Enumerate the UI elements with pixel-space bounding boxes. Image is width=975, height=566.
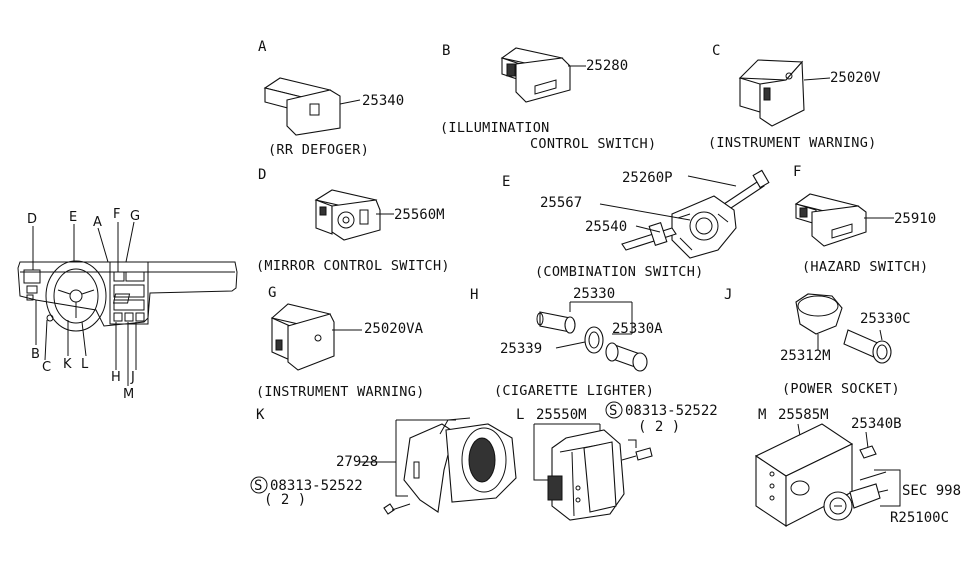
section-h-cigarette-lighter: H 25330 25330A 25339 (CIGARETTE LIGHTER) <box>470 286 663 399</box>
part-number-25260p: 25260P <box>622 170 673 186</box>
dashboard-overview: D E A F G B C K L H J M <box>17 207 238 402</box>
part-number-25280: 25280 <box>586 58 628 74</box>
caption-hazard-switch: (HAZARD SWITCH) <box>802 259 928 275</box>
section-reference-sec998: SEC 998 <box>902 483 961 499</box>
part-number-25585m: 25585M <box>778 407 829 423</box>
part-number-25020va: 25020VA <box>364 321 424 337</box>
screw-qty-l: ( 2 ) <box>638 419 680 435</box>
part-number-25540: 25540 <box>585 219 627 235</box>
section-letter-m: M <box>758 407 766 423</box>
caption-illumination-line2: CONTROL SWITCH) <box>530 136 656 152</box>
section-a-rr-defoger: A 25340 (RR DEFOGER) <box>258 39 404 158</box>
section-j-power-socket: J 25312M 25330C (POWER SOCKET) <box>724 287 911 397</box>
section-letter-a: A <box>258 39 267 55</box>
part-number-25020v: 25020V <box>830 70 881 86</box>
dash-key-j: J <box>130 370 135 385</box>
section-letter-h: H <box>470 287 478 303</box>
caption-illumination-line1: (ILLUMINATION <box>440 120 550 136</box>
part-number-25312m: 25312M <box>780 348 831 364</box>
caption-power-socket: (POWER SOCKET) <box>782 381 900 397</box>
section-m-control-unit: M 25585M 25340B SEC 998 <box>754 407 961 528</box>
section-d-mirror-switch: D 25560M (MIRROR CONTROL SWITCH) <box>256 167 450 274</box>
section-letter-g: G <box>268 285 276 301</box>
dash-key-b: B <box>31 347 40 362</box>
section-letter-k: K <box>256 407 265 423</box>
dash-key-d: D <box>27 212 37 227</box>
dash-key-k: K <box>63 357 72 372</box>
part-number-25567: 25567 <box>540 195 582 211</box>
section-letter-b: B <box>442 43 450 59</box>
section-letter-l: L <box>516 407 524 423</box>
section-letter-e: E <box>502 174 510 190</box>
dash-key-e: E <box>69 210 77 225</box>
screw-part-l: 08313-52522 <box>625 403 718 419</box>
caption-mirror-control-switch: (MIRROR CONTROL SWITCH) <box>256 258 450 274</box>
screw-symbol-l: S <box>609 403 617 419</box>
screw-qty-k: ( 2 ) <box>264 492 306 508</box>
caption-cigarette-lighter: (CIGARETTE LIGHTER) <box>494 383 654 399</box>
dash-key-a: A <box>93 215 102 230</box>
screw-part-k: 08313-52522 <box>270 478 363 494</box>
part-number-25340b: 25340B <box>851 416 902 432</box>
dash-key-g: G <box>130 209 140 224</box>
section-f-hazard-switch: F 25910 (HAZARD SWITCH) <box>793 164 936 275</box>
part-number-27928: 27928 <box>336 454 378 470</box>
part-number-25340: 25340 <box>362 93 404 109</box>
section-letter-f: F <box>793 164 801 180</box>
section-letter-j: J <box>724 287 732 303</box>
section-k-cover: K 27928 S 08313-52522 ( 2 ) <box>250 407 517 515</box>
dash-key-l: L <box>81 357 89 372</box>
part-number-25550m: 25550M <box>536 407 587 423</box>
screw-symbol-k: S <box>254 478 262 494</box>
dash-key-f: F <box>113 207 120 222</box>
dash-key-m: M <box>123 387 134 402</box>
dash-key-c: C <box>42 360 51 375</box>
part-number-25330: 25330 <box>573 286 615 302</box>
section-l-switch-assy: L 25550M S 08313-52522 ( 2 ) <box>516 401 718 521</box>
section-c-instrument-warning: C 25020V (INSTRUMENT WARNING) <box>708 43 881 151</box>
section-letter-d: D <box>258 167 266 183</box>
part-number-25339: 25339 <box>500 341 542 357</box>
section-b-illumination-switch: B 25280 (ILLUMINATION CONTROL SWITCH) <box>440 43 656 152</box>
section-g-instrument-warning: G 25020VA (INSTRUMENT WARNING) <box>256 285 425 400</box>
caption-instrument-warning: (INSTRUMENT WARNING) <box>708 135 877 151</box>
part-number-25560m: 25560M <box>394 207 445 223</box>
section-e-combination-switch: E 25260P 25567 25540 (COMBINATION SWITCH… <box>502 169 770 280</box>
caption-rr-defoger: (RR DEFOGER) <box>268 142 369 158</box>
dash-key-h: H <box>111 370 121 385</box>
caption-combination-switch: (COMBINATION SWITCH) <box>535 264 704 280</box>
part-number-25330c: 25330C <box>860 311 911 327</box>
diagram-code: R25100C <box>890 510 949 526</box>
part-number-25330a: 25330A <box>612 321 663 337</box>
part-number-25910: 25910 <box>894 211 936 227</box>
caption-instrument-warning-g: (INSTRUMENT WARNING) <box>256 384 425 400</box>
section-letter-c: C <box>712 43 720 59</box>
